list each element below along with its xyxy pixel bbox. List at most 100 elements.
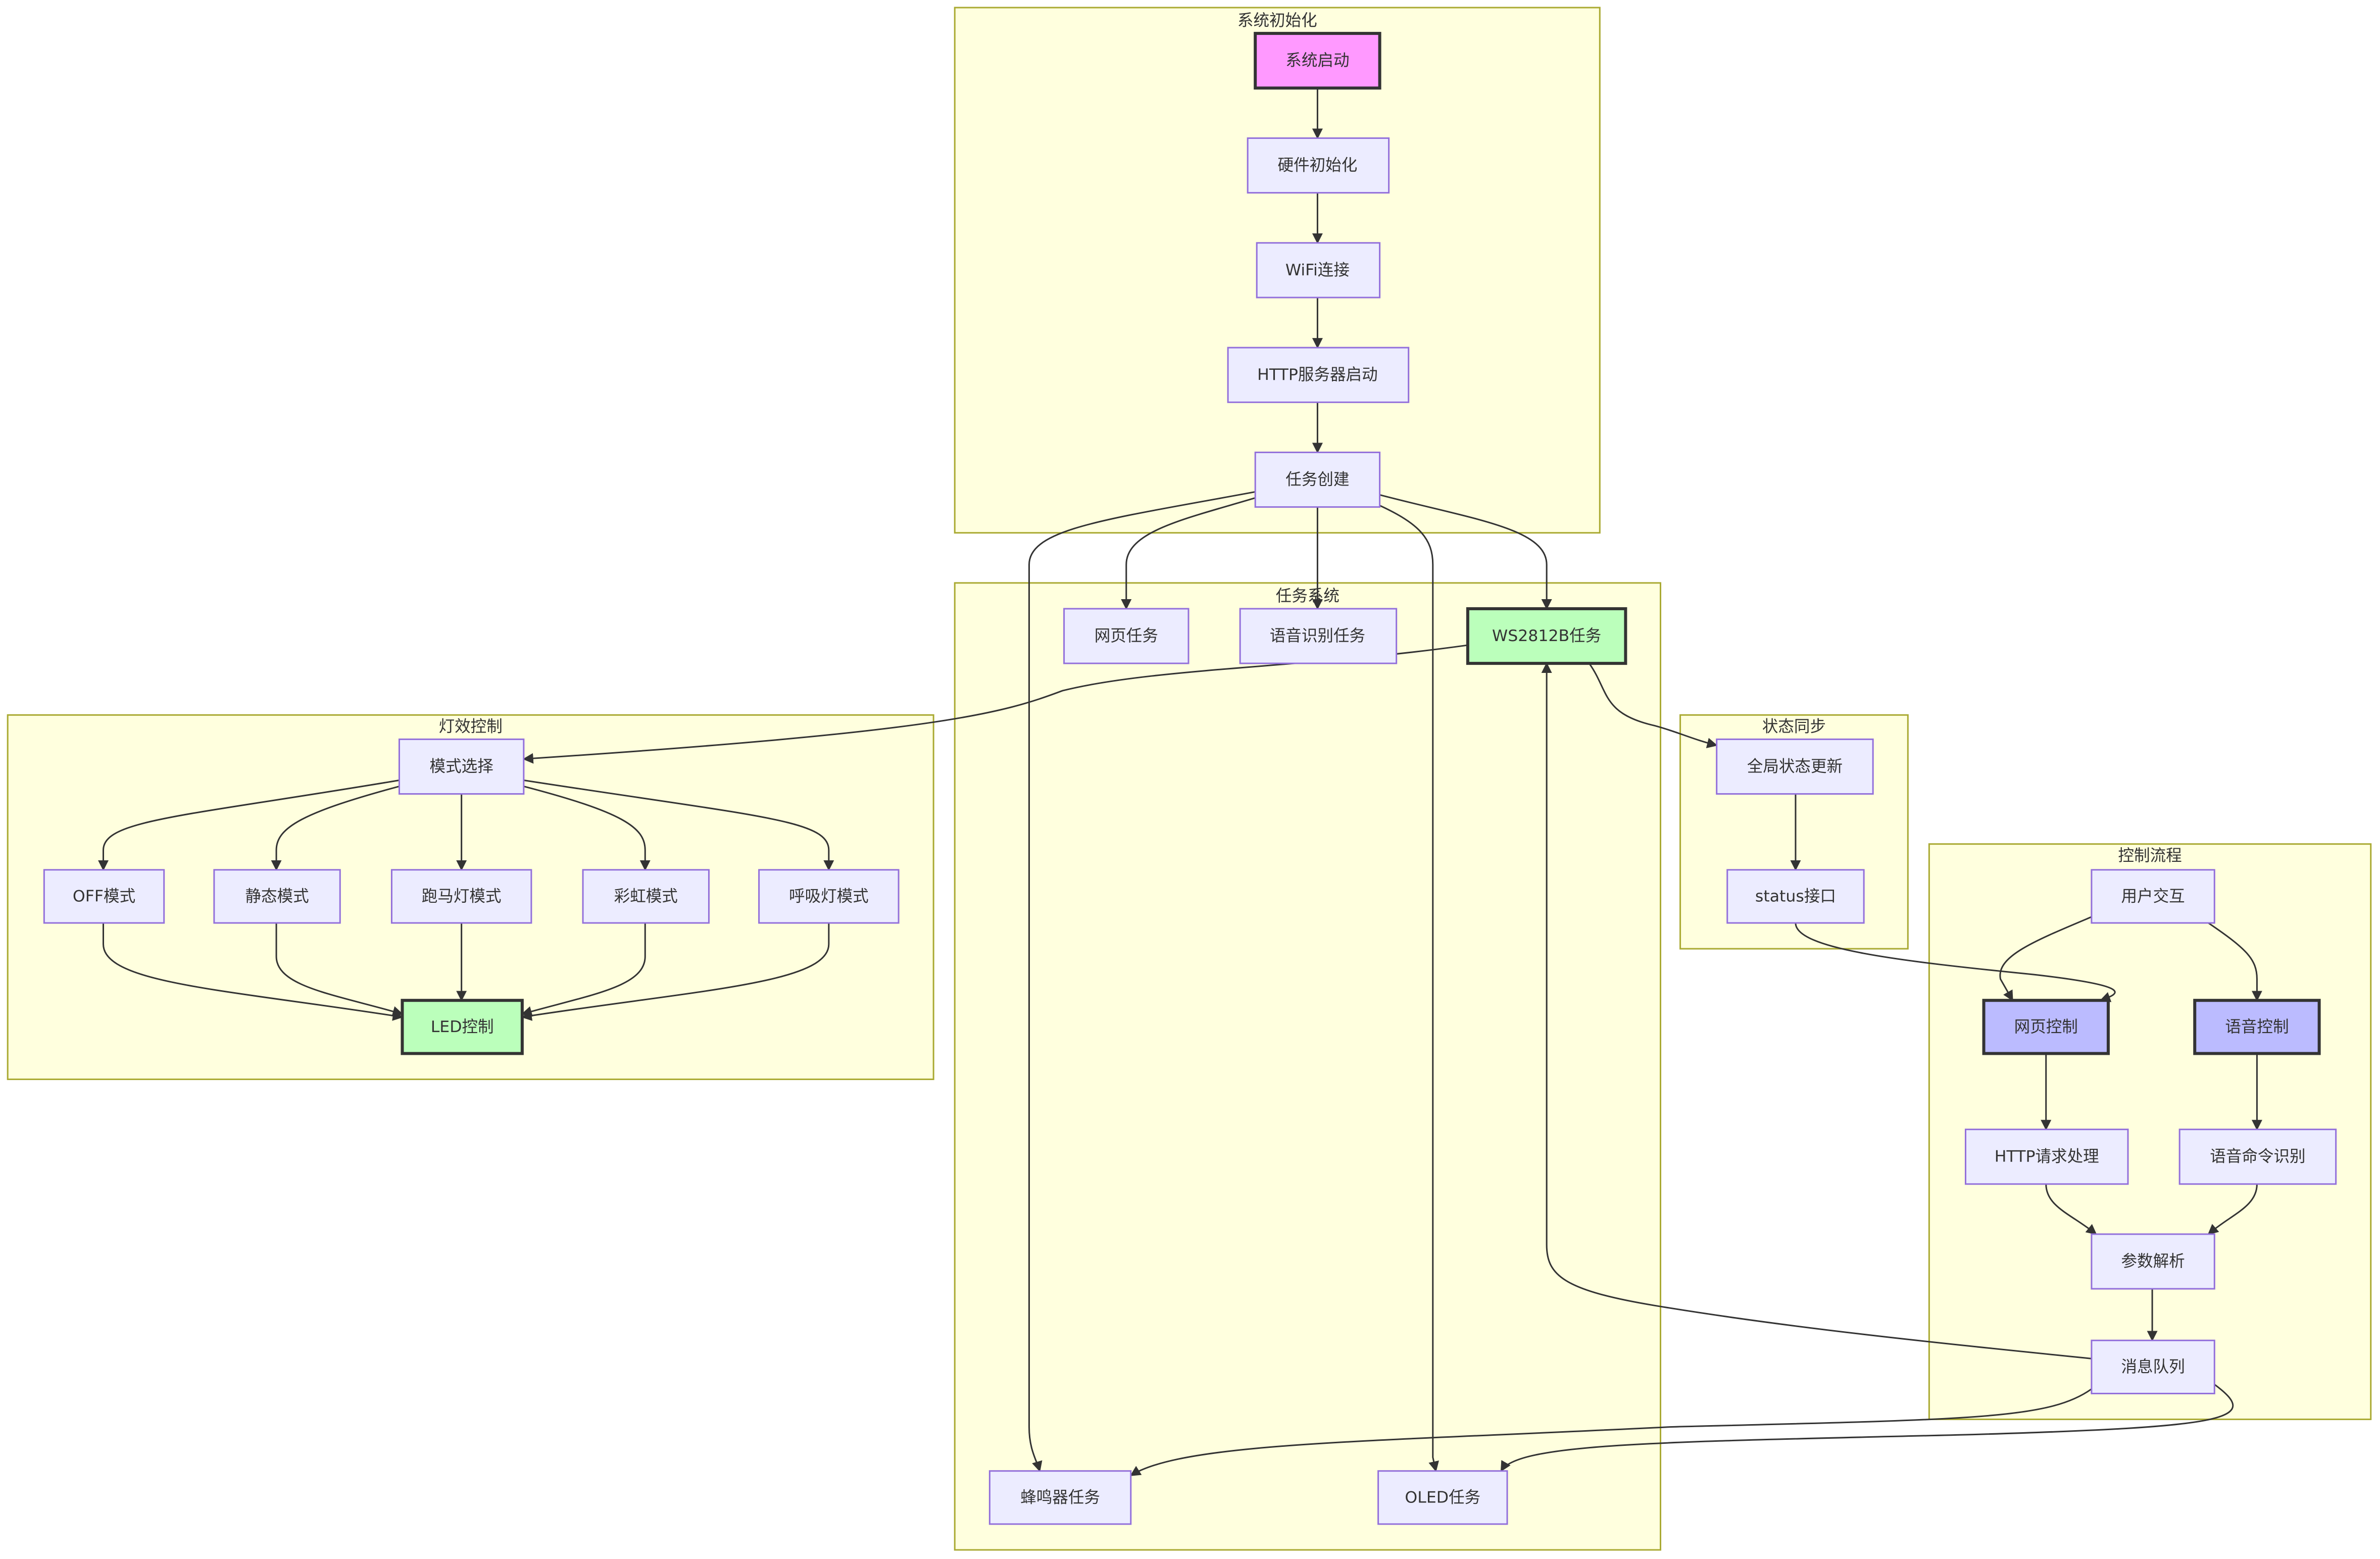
- node-buzzer-task[interactable]: 蜂鸣器任务: [988, 1470, 1132, 1525]
- node-hardware-init[interactable]: 硬件初始化: [1247, 137, 1390, 194]
- node-task-create-box: [1254, 451, 1381, 508]
- node-system-start-label: 系统启动: [1285, 52, 1349, 70]
- node-oled-task[interactable]: OLED任务: [1377, 1470, 1508, 1525]
- edge-task-create-to-ws2812b-task: [1379, 494, 1552, 610]
- edge-off-to-led-control: [103, 922, 404, 1021]
- node-mode-marquee-label: 跑马灯模式: [422, 887, 502, 905]
- cluster-control-flow-title: 控制流程: [2118, 847, 2181, 865]
- cluster-state-sync-title: 状态同步: [1762, 717, 1826, 736]
- edges: [97, 88, 2262, 1477]
- node-mode-marquee[interactable]: 跑马灯模式: [390, 869, 532, 924]
- edge-mode-select-to-off: [97, 780, 400, 871]
- node-web-task-box: [1063, 608, 1189, 664]
- node-mode-select-label: 模式选择: [430, 757, 493, 775]
- cluster-system-init-title: 系统初始化: [1237, 12, 1317, 30]
- node-buzzer-task-label: 蜂鸣器任务: [1020, 1488, 1100, 1506]
- node-http-request-handling[interactable]: HTTP请求处理: [1964, 1129, 2129, 1185]
- node-status-api[interactable]: status接口: [1726, 869, 1865, 924]
- node-message-queue[interactable]: 消息队列: [2091, 1339, 2215, 1394]
- node-task-create[interactable]: 任务创建: [1254, 451, 1381, 508]
- edge-voice-command-to-param-parse: [2207, 1184, 2258, 1235]
- node-voice-command-recognition[interactable]: 语音命令识别: [2178, 1129, 2337, 1185]
- node-mode-rainbow[interactable]: 彩虹模式: [582, 869, 710, 924]
- node-message-queue-box: [2091, 1339, 2215, 1394]
- node-parameter-parsing[interactable]: 参数解析: [2091, 1233, 2215, 1290]
- node-voice-command-recognition-box: [2178, 1129, 2337, 1185]
- node-buzzer-task-box: [988, 1470, 1132, 1525]
- edge-mode-select-to-rainbow: [523, 786, 651, 871]
- node-mode-breath-label: 呼吸灯模式: [789, 887, 869, 905]
- node-wifi-connect[interactable]: WiFi连接: [1256, 242, 1381, 299]
- cluster-task-system-title: 任务系统: [1276, 587, 1340, 605]
- edge-task-create-to-buzzer-task: [1028, 491, 1256, 1472]
- node-mode-breath-box: [758, 869, 900, 924]
- node-mode-static[interactable]: 静态模式: [213, 869, 341, 924]
- node-mode-off[interactable]: OFF模式: [43, 869, 165, 924]
- node-parameter-parsing-box: [2091, 1233, 2215, 1290]
- cluster-task-system: 任务系统: [954, 582, 1662, 1551]
- node-global-state-update-label: 全局状态更新: [1747, 757, 1843, 775]
- node-system-start-box: [1254, 32, 1381, 90]
- node-voice-recognition-task[interactable]: 语音识别任务: [1239, 608, 1398, 664]
- node-voice-command-recognition-label: 语音命令识别: [2210, 1148, 2305, 1166]
- node-web-task[interactable]: 网页任务: [1063, 608, 1189, 664]
- node-ws2812b-task-box: [1466, 607, 1627, 665]
- cluster-light-effects-title: 灯效控制: [439, 717, 503, 736]
- cluster-task-system-box: [954, 582, 1662, 1551]
- node-led-control[interactable]: LED控制: [401, 999, 524, 1055]
- edge-mode-select-to-breath: [523, 780, 834, 871]
- edge-http-request-to-param-parse: [2045, 1184, 2097, 1235]
- node-mode-select-box: [398, 738, 525, 795]
- node-system-start[interactable]: 系统启动: [1254, 32, 1381, 90]
- node-web-control-box: [1982, 999, 2110, 1055]
- node-user-interaction[interactable]: 用户交互: [2091, 869, 2215, 924]
- node-http-server-start[interactable]: HTTP服务器启动: [1227, 347, 1410, 403]
- node-ws2812b-task[interactable]: WS2812B任务: [1466, 607, 1627, 665]
- edge-ws2812b-task-to-global-state: [1589, 663, 1718, 748]
- edge-static-to-led-control: [275, 922, 404, 1017]
- node-mode-rainbow-label: 彩虹模式: [614, 887, 678, 905]
- node-ws2812b-task-label: WS2812B任务: [1492, 627, 1601, 645]
- node-mode-off-box: [43, 869, 165, 924]
- node-global-state-update[interactable]: 全局状态更新: [1716, 738, 1874, 795]
- node-wifi-connect-box: [1256, 242, 1381, 299]
- node-user-interaction-box: [2091, 869, 2215, 924]
- node-hardware-init-label: 硬件初始化: [1278, 157, 1358, 175]
- node-web-control-label: 网页控制: [2014, 1018, 2078, 1036]
- node-mode-select[interactable]: 模式选择: [398, 738, 525, 795]
- edge-msg-queue-to-oled-task: [1500, 1384, 2234, 1472]
- node-led-control-box: [401, 999, 524, 1055]
- node-global-state-update-box: [1716, 738, 1874, 795]
- edge-rainbow-to-led-control: [521, 922, 646, 1017]
- node-voice-control-box: [2193, 999, 2321, 1055]
- node-message-queue-label: 消息队列: [2121, 1358, 2185, 1376]
- node-wifi-connect-label: WiFi连接: [1285, 261, 1350, 279]
- edge-msg-queue-to-buzzer-task: [1130, 1388, 2092, 1477]
- node-http-server-start-box: [1227, 347, 1410, 403]
- node-parameter-parsing-label: 参数解析: [2121, 1252, 2185, 1271]
- node-voice-control-label: 语音控制: [2225, 1018, 2289, 1036]
- edge-task-create-to-oled-task: [1379, 505, 1439, 1472]
- node-hardware-init-box: [1247, 137, 1390, 194]
- node-status-api-box: [1726, 869, 1865, 924]
- node-web-control[interactable]: 网页控制: [1982, 999, 2110, 1055]
- node-http-server-start-label: HTTP服务器启动: [1257, 366, 1377, 384]
- node-oled-task-label: OLED任务: [1405, 1488, 1480, 1506]
- node-voice-control[interactable]: 语音控制: [2193, 999, 2321, 1055]
- node-oled-task-box: [1377, 1470, 1508, 1525]
- node-status-api-label: status接口: [1755, 887, 1836, 905]
- edge-user-interaction-to-voice-control: [2208, 922, 2262, 1002]
- node-mode-off-label: OFF模式: [73, 887, 135, 905]
- edge-status-api-to-web-control: [1795, 922, 2116, 1002]
- nodes: 系统启动 硬件初始化 WiFi连接 HTTP服务器启动 任务创建 网页任务 语音…: [43, 32, 2337, 1525]
- edge-msg-queue-to-ws2812b-task: [1541, 662, 2092, 1359]
- node-http-request-handling-label: HTTP请求处理: [1995, 1148, 2099, 1166]
- node-http-request-handling-box: [1964, 1129, 2129, 1185]
- edge-user-interaction-to-web-control: [1999, 916, 2092, 1002]
- node-mode-breath[interactable]: 呼吸灯模式: [758, 869, 900, 924]
- node-led-control-label: LED控制: [431, 1018, 494, 1036]
- edge-mode-select-to-static: [271, 786, 400, 871]
- edge-task-create-to-web-task: [1121, 497, 1256, 610]
- node-user-interaction-label: 用户交互: [2121, 887, 2185, 905]
